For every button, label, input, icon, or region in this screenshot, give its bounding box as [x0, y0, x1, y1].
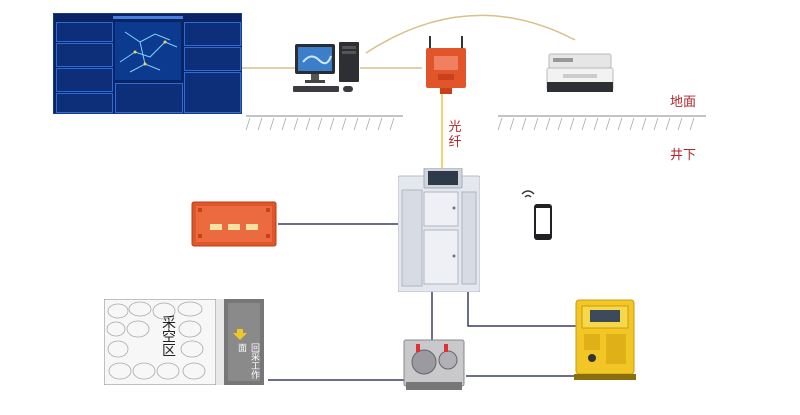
- dashboard-panel: [184, 72, 241, 113]
- monitoring-dashboard-screen: [53, 13, 242, 114]
- mobile-phone: [516, 184, 556, 244]
- dashboard-panel: [56, 43, 113, 67]
- dashboard-mine-map: [115, 22, 181, 80]
- wifi-icon: [521, 190, 535, 195]
- underground-label: 井下: [670, 148, 697, 163]
- arrow-down-icon: [233, 329, 247, 340]
- explosion-proof-box: [190, 200, 278, 248]
- dashboard-panel: [115, 83, 183, 113]
- desktop-computer: [293, 40, 363, 98]
- ground-hatch: [245, 117, 695, 131]
- goaf-working-face-diagram: 采空区 回采工作面: [104, 299, 268, 385]
- main-control-cabinet: [397, 167, 481, 293]
- dashboard-panel: [184, 22, 241, 46]
- wire-cabinet-to-switch: [467, 288, 578, 327]
- dashboard-panel: [56, 93, 113, 113]
- ground-label: 地面: [670, 95, 697, 110]
- mining-area-label: 采空区: [160, 315, 176, 357]
- fiber-label: 光纤: [448, 120, 462, 150]
- dashboard-panel: [56, 68, 113, 92]
- dashboard-panel: [56, 22, 113, 42]
- dashboard-title-bar: [113, 16, 183, 19]
- ground-network-switch: [424, 36, 468, 96]
- pump-station: [402, 336, 466, 392]
- explosion-proof-switch: [572, 294, 638, 382]
- recovery-face-label: 回采工作面: [236, 343, 259, 379]
- printer: [545, 50, 615, 96]
- dashboard-panel: [184, 47, 241, 71]
- wireless-arc: [365, 14, 576, 54]
